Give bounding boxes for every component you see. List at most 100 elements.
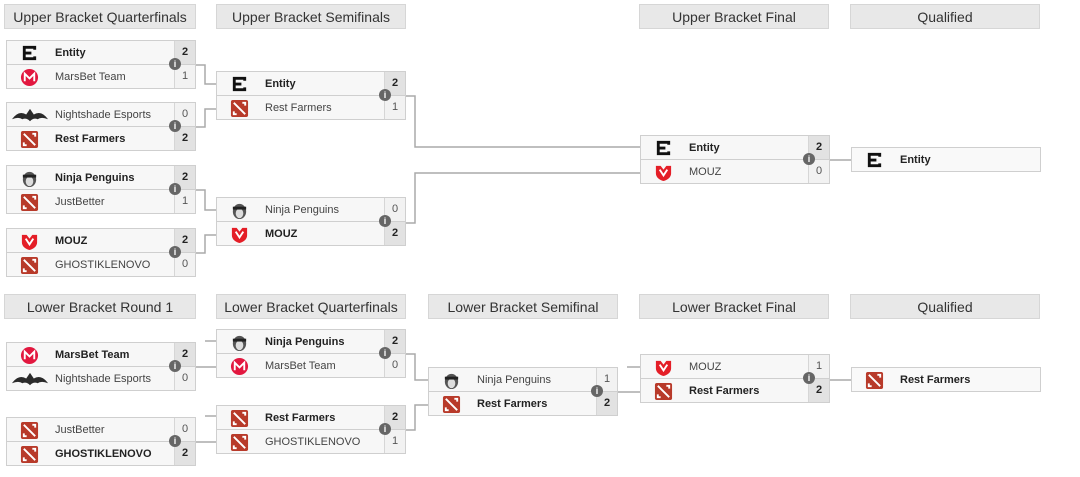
dota2-logo-icon <box>230 433 249 452</box>
team-row[interactable]: GHOSTIKLENOVO 2 <box>6 441 196 466</box>
team-name: Rest Farmers <box>265 412 336 424</box>
nightshade-logo-icon <box>10 370 50 389</box>
match-info-icon[interactable]: i <box>169 435 181 447</box>
team-row[interactable]: Entity 2 <box>640 135 830 160</box>
team-name: Rest Farmers <box>55 133 126 145</box>
match-info-icon[interactable]: i <box>169 183 181 195</box>
team-row[interactable]: JustBetter 1 <box>6 189 196 214</box>
match-info-icon[interactable]: i <box>379 347 391 359</box>
match-lb-qf1[interactable]: Ninja Penguins 2 MarsBet Team 0 i <box>216 329 406 378</box>
match-ub-qf4[interactable]: MOUZ 2 GHOSTIKLENOVO 0 i <box>6 228 196 277</box>
team-name: MOUZ <box>689 361 722 373</box>
match-ub-sf2[interactable]: Ninja Penguins 0 MOUZ 2 i <box>216 197 406 246</box>
match-ub-sf1[interactable]: Entity 2 Rest Farmers 1 i <box>216 71 406 120</box>
match-info-icon[interactable]: i <box>379 215 391 227</box>
match-lb-sf[interactable]: Ninja Penguins 1 Rest Farmers 2 i <box>428 367 618 416</box>
team-name: GHOSTIKLENOVO <box>55 448 152 460</box>
team-row[interactable]: MarsBet Team 0 <box>216 353 406 378</box>
marsbet-logo-icon <box>20 68 39 87</box>
team-row[interactable]: GHOSTIKLENOVO 1 <box>216 429 406 454</box>
dota2-logo-icon <box>442 395 461 414</box>
team-row[interactable]: Entity 2 <box>216 71 406 96</box>
team-row[interactable]: MOUZ 2 <box>216 221 406 246</box>
team-row[interactable]: Ninja Penguins 2 <box>6 165 196 190</box>
team-score: 0 <box>174 367 195 390</box>
team-row[interactable]: Rest Farmers 2 <box>428 391 618 416</box>
header-lower-bracket-quarterfinals: Lower Bracket Quarterfinals <box>216 294 406 319</box>
team-score: 2 <box>596 392 617 415</box>
match-lb-final[interactable]: MOUZ 1 Rest Farmers 2 i <box>640 354 830 403</box>
team-score: 2 <box>174 442 195 465</box>
lower-qualified-slot[interactable]: Rest Farmers <box>851 367 1041 392</box>
team-row[interactable]: MOUZ 2 <box>6 228 196 253</box>
team-score: 0 <box>808 160 829 183</box>
match-info-icon[interactable]: i <box>379 89 391 101</box>
team-name: Entity <box>900 154 931 166</box>
team-name: Nightshade Esports <box>55 109 151 121</box>
team-row[interactable]: Rest Farmers <box>851 367 1041 392</box>
team-name: Entity <box>55 47 86 59</box>
header-lower-qualified: Qualified <box>850 294 1040 319</box>
team-score: 1 <box>384 430 405 453</box>
team-score: 0 <box>174 418 195 441</box>
team-name: Entity <box>689 142 720 154</box>
team-row[interactable]: MarsBet Team 2 <box>6 342 196 367</box>
mouz-logo-icon <box>20 232 39 251</box>
team-score: 2 <box>174 343 195 366</box>
match-ub-qf3[interactable]: Ninja Penguins 2 JustBetter 1 i <box>6 165 196 214</box>
team-row[interactable]: Entity 2 <box>6 40 196 65</box>
team-row[interactable]: Rest Farmers 2 <box>640 378 830 403</box>
match-lb-r1a[interactable]: MarsBet Team 2 Nightshade Esports 0 i <box>6 342 196 391</box>
team-score: 2 <box>174 127 195 150</box>
team-row[interactable]: JustBetter 0 <box>6 417 196 442</box>
match-info-icon[interactable]: i <box>169 58 181 70</box>
match-info-icon[interactable]: i <box>803 372 815 384</box>
team-score: 1 <box>384 96 405 119</box>
team-row[interactable]: Ninja Penguins 1 <box>428 367 618 392</box>
team-row[interactable]: Ninja Penguins 2 <box>216 329 406 354</box>
team-row[interactable]: Entity <box>851 147 1041 172</box>
header-upper-bracket-final: Upper Bracket Final <box>639 4 829 29</box>
match-info-icon[interactable]: i <box>803 153 815 165</box>
upper-qualified-slot[interactable]: Entity <box>851 147 1041 172</box>
team-name: Rest Farmers <box>477 398 548 410</box>
team-row[interactable]: MarsBet Team 1 <box>6 64 196 89</box>
team-score: 2 <box>174 41 195 64</box>
team-name: MarsBet Team <box>265 360 336 372</box>
team-name: MOUZ <box>55 235 88 247</box>
team-row[interactable]: Nightshade Esports 0 <box>6 366 196 391</box>
dota2-logo-icon <box>654 382 673 401</box>
team-name: JustBetter <box>55 424 105 436</box>
team-name: JustBetter <box>55 196 105 208</box>
team-row[interactable]: Rest Farmers 2 <box>216 405 406 430</box>
match-ub-final[interactable]: Entity 2 MOUZ 0 i <box>640 135 830 184</box>
team-row[interactable]: Nightshade Esports 0 <box>6 102 196 127</box>
match-lb-qf2[interactable]: Rest Farmers 2 GHOSTIKLENOVO 1 i <box>216 405 406 454</box>
team-score: 0 <box>384 198 405 221</box>
dota2-logo-icon <box>865 371 884 390</box>
match-info-icon[interactable]: i <box>591 385 603 397</box>
mouz-logo-icon <box>654 358 673 377</box>
team-row[interactable]: Rest Farmers 1 <box>216 95 406 120</box>
match-info-icon[interactable]: i <box>169 246 181 258</box>
entity-logo-icon <box>654 139 673 158</box>
team-score: 2 <box>384 406 405 429</box>
match-info-icon[interactable]: i <box>169 120 181 132</box>
match-info-icon[interactable]: i <box>379 423 391 435</box>
team-row[interactable]: MOUZ 1 <box>640 354 830 379</box>
team-name: Nightshade Esports <box>55 373 151 385</box>
team-row[interactable]: Ninja Penguins 0 <box>216 197 406 222</box>
team-row[interactable]: GHOSTIKLENOVO 0 <box>6 252 196 277</box>
team-row[interactable]: MOUZ 0 <box>640 159 830 184</box>
team-score: 2 <box>384 72 405 95</box>
entity-logo-icon <box>230 75 249 94</box>
team-score: 0 <box>384 354 405 377</box>
dota2-logo-icon <box>20 193 39 212</box>
team-row[interactable]: Rest Farmers 2 <box>6 126 196 151</box>
match-ub-qf1[interactable]: Entity 2 MarsBet Team 1 i <box>6 40 196 89</box>
match-info-icon[interactable]: i <box>169 360 181 372</box>
match-lb-r1b[interactable]: JustBetter 0 GHOSTIKLENOVO 2 i <box>6 417 196 466</box>
marsbet-logo-icon <box>230 357 249 376</box>
match-ub-qf2[interactable]: Nightshade Esports 0 Rest Farmers 2 i <box>6 102 196 151</box>
